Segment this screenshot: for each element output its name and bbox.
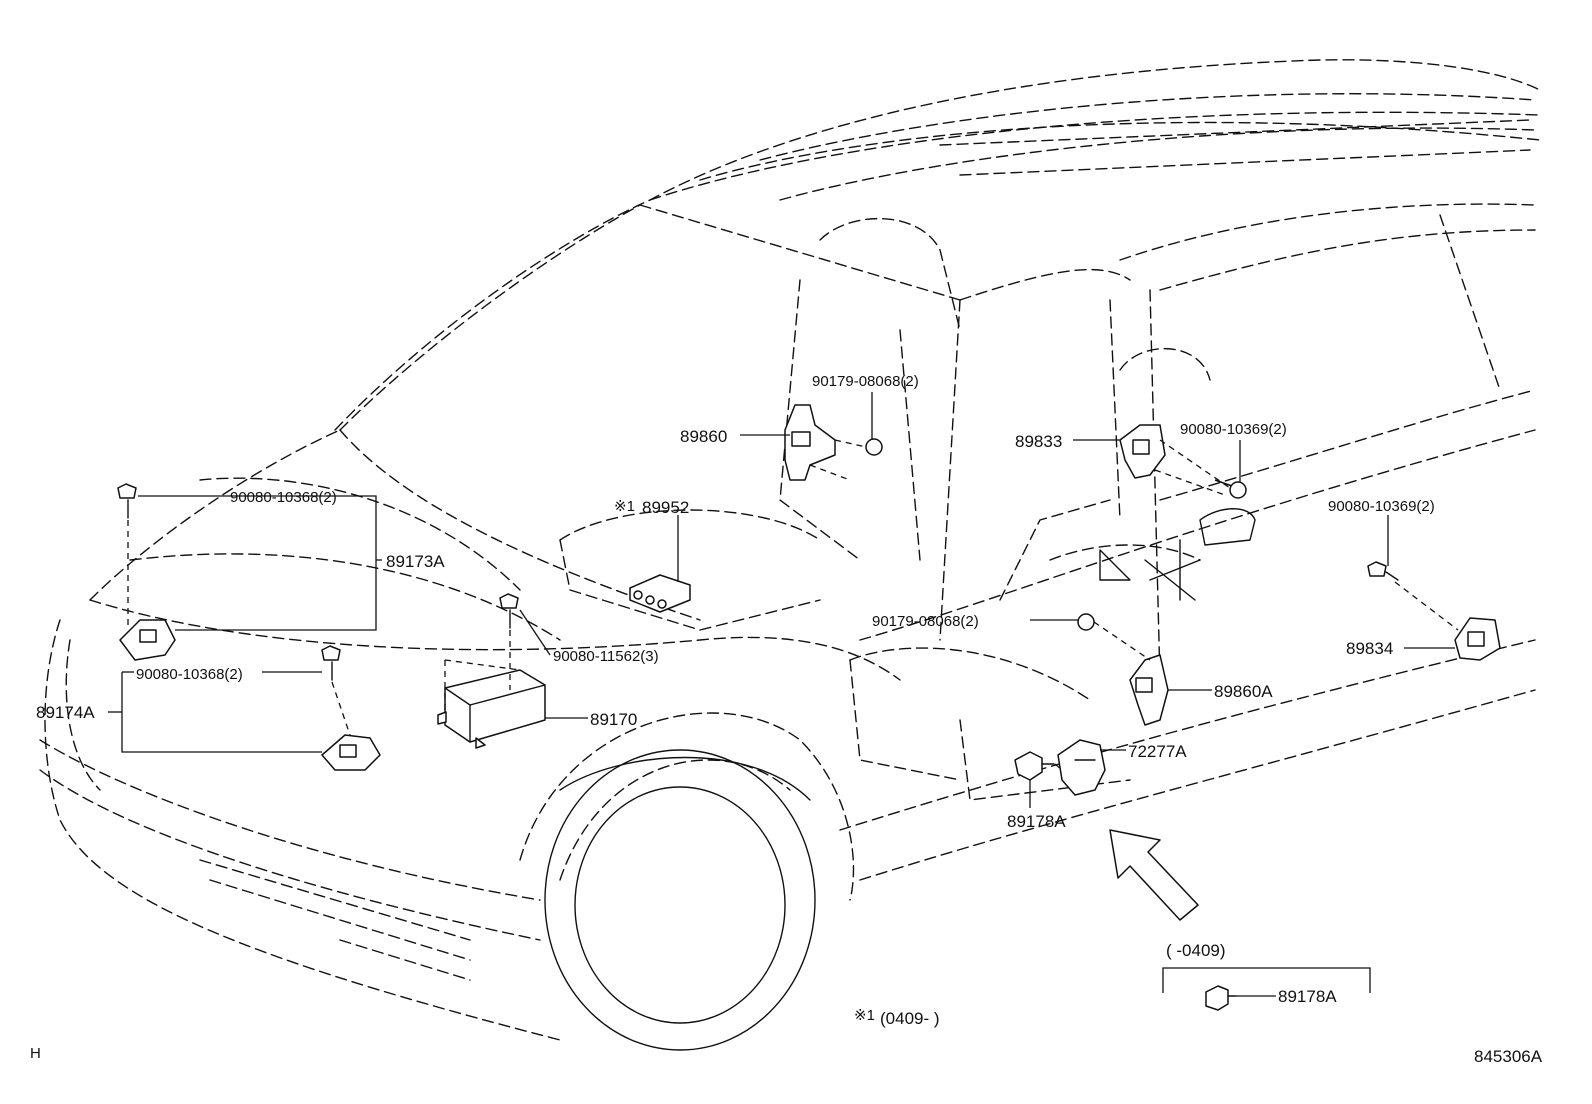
callout-90179-08068-lower: 90179-08068(2) (872, 613, 979, 630)
callout-89952: 89952 (642, 498, 689, 517)
callout-labels: 89860 90179-08068(2) 89833 90080-10369(2… (30, 373, 1543, 1066)
nut-90179-lower[interactable] (1077, 613, 1095, 631)
sensor-89860a[interactable] (1129, 654, 1169, 726)
nut-90179-upper[interactable] (865, 438, 883, 456)
corner-mark: H (30, 1045, 41, 1062)
callout-89834: 89834 (1346, 639, 1393, 658)
sensor-89833[interactable] (1119, 424, 1166, 479)
leader-lines (108, 392, 1455, 997)
callout-89178a: 89178A (1007, 812, 1066, 831)
view-arrow-icon (1109, 829, 1199, 921)
callout-89170: 89170 (590, 710, 637, 729)
bolt-90080-10368-lower[interactable] (321, 645, 341, 681)
front-wheel (544, 749, 816, 1051)
callout-89833: 89833 (1015, 432, 1062, 451)
footnote-range: (0409- ) (880, 1009, 940, 1028)
module-89952[interactable] (629, 574, 691, 613)
bolt-90080-10369-upper[interactable] (1214, 479, 1247, 499)
sensor-89174a[interactable] (321, 734, 381, 771)
callout-89860a: 89860A (1214, 682, 1273, 701)
sensor-89834[interactable] (1454, 617, 1501, 661)
callout-89860: 89860 (680, 427, 727, 446)
footnote-mark: ※1 (854, 1007, 875, 1024)
callout-72277a: 72277A (1128, 742, 1187, 761)
sensor-89178a[interactable] (1014, 751, 1055, 781)
bolt-90080-11562[interactable] (499, 593, 519, 629)
inset-callout-89178a: 89178A (1278, 987, 1337, 1006)
door-details (1099, 508, 1256, 601)
sensor-89173a[interactable] (119, 619, 176, 661)
callout-90080-10368-lower: 90080-10368(2) (136, 666, 243, 683)
bolt-90080-10368-upper[interactable] (117, 483, 137, 519)
callout-90080-10368-upper: 90080-10368(2) (230, 489, 337, 506)
vehicle-body-outline (39, 59, 1541, 1041)
callout-90179-08068-upper: 90179-08068(2) (812, 373, 919, 390)
inset-range-label: ( -0409) (1166, 941, 1226, 960)
bolt-90080-10369-rear[interactable] (1367, 561, 1399, 581)
drawing-number: 845306A (1474, 1047, 1543, 1066)
inset-sensor-89178a[interactable] (1205, 985, 1237, 1011)
alignment-lines (127, 439, 1459, 771)
bracket-72277a[interactable] (1057, 739, 1106, 796)
callout-90080-10369-upper: 90080-10369(2) (1180, 421, 1287, 438)
callout-90080-11562: 90080-11562(3) (553, 648, 659, 665)
sensor-89860[interactable] (784, 404, 836, 481)
callout-90080-10369-rear: 90080-10369(2) (1328, 498, 1435, 515)
module-89170[interactable] (437, 669, 546, 749)
callout-89174a: 89174A (36, 703, 95, 722)
callout-89173a: 89173A (386, 552, 445, 571)
callout-89952-mark: ※1 (614, 498, 635, 515)
